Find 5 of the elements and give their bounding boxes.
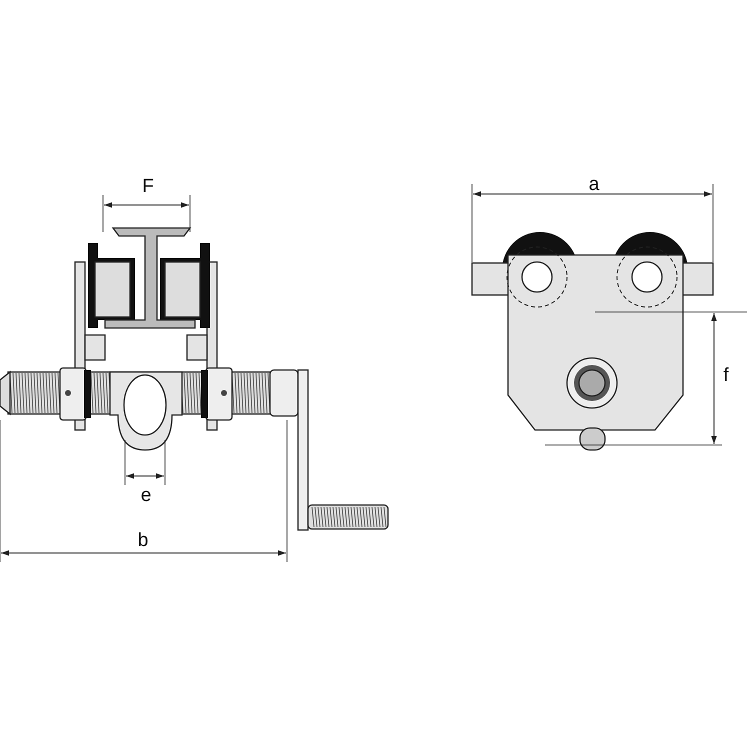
dimension-label: b xyxy=(138,531,148,551)
dimension-label: a xyxy=(588,175,600,195)
dimension-label: F xyxy=(142,177,154,197)
dimension-label: f xyxy=(723,366,729,386)
dimension-label: e xyxy=(140,486,152,506)
